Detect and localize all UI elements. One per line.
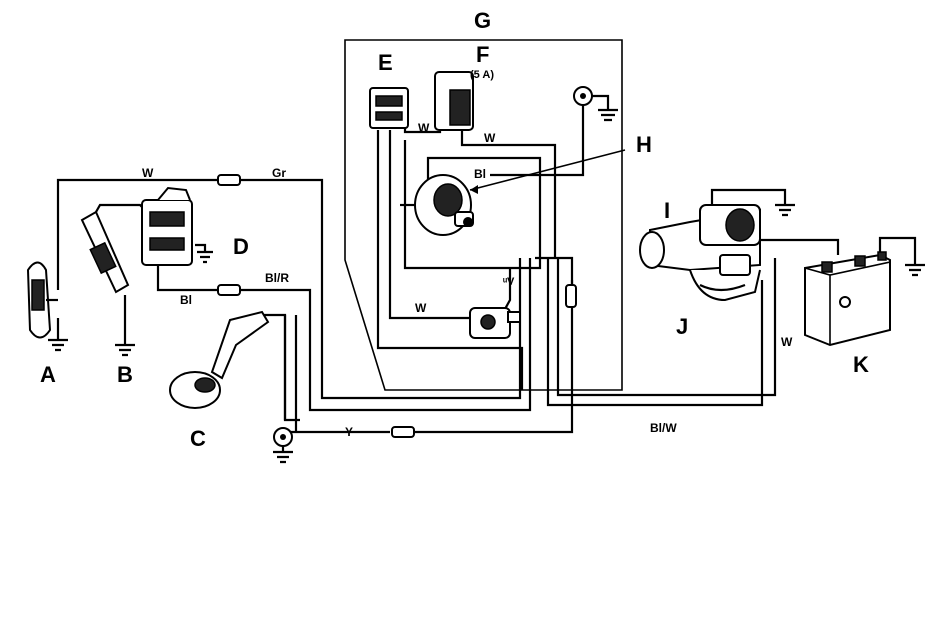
component-e — [370, 88, 408, 128]
wire-label-gr: Gr — [272, 166, 286, 180]
ground-symbol-d — [195, 245, 213, 262]
ground-symbol-g — [574, 87, 618, 120]
connector-y — [392, 427, 414, 437]
label-f-rating: (5 A) — [470, 69, 494, 81]
wire-label-w-e: W — [418, 121, 430, 135]
ground-symbol-k — [905, 265, 925, 275]
label-e: E — [378, 50, 393, 75]
wire-label-w-f: W — [484, 131, 496, 145]
label-k: K — [853, 352, 869, 377]
wire-label-y: Y — [345, 425, 353, 439]
label-f: F — [476, 42, 489, 67]
label-b: B — [117, 362, 133, 387]
component-k — [805, 252, 890, 345]
connector-top — [218, 175, 240, 185]
component-h — [415, 175, 473, 235]
wire-label-bl: Bl — [180, 293, 192, 307]
wire-label-v: ᵘV — [503, 276, 515, 288]
wire-label-bl-h: Bl — [474, 167, 486, 181]
ground-symbol-c — [273, 428, 293, 462]
wire-w-gr-top — [58, 180, 218, 290]
wire-label-bl-w: Bl/W — [650, 421, 677, 435]
wire-label-w-top: W — [142, 166, 154, 180]
label-g: G — [474, 8, 491, 33]
label-d: D — [233, 234, 249, 259]
ground-symbol-a — [48, 318, 68, 350]
component-f — [435, 72, 473, 130]
leader-h-arrow — [470, 185, 478, 194]
connector-vertical — [566, 285, 576, 307]
component-d — [142, 188, 192, 265]
ground-symbol-i — [775, 205, 795, 215]
label-i: I — [664, 198, 670, 223]
leader-h — [470, 150, 625, 190]
label-h: H — [636, 132, 652, 157]
label-c: C — [190, 426, 206, 451]
ground-symbol-b — [115, 295, 135, 355]
component-a — [28, 263, 58, 338]
component-c — [170, 312, 268, 408]
wire-c-lead — [262, 315, 300, 420]
label-a: A — [40, 362, 56, 387]
wire-label-w-right: W — [781, 335, 793, 349]
component-valve — [470, 308, 520, 338]
connector-bl — [218, 285, 240, 295]
wire-label-w-valve: W — [415, 301, 427, 315]
wire-i-ground — [712, 190, 785, 205]
label-j: J — [676, 314, 688, 339]
wire-e-left — [378, 130, 522, 390]
wire-label-bl-r: Bl/R — [265, 271, 289, 285]
component-b — [82, 205, 150, 292]
